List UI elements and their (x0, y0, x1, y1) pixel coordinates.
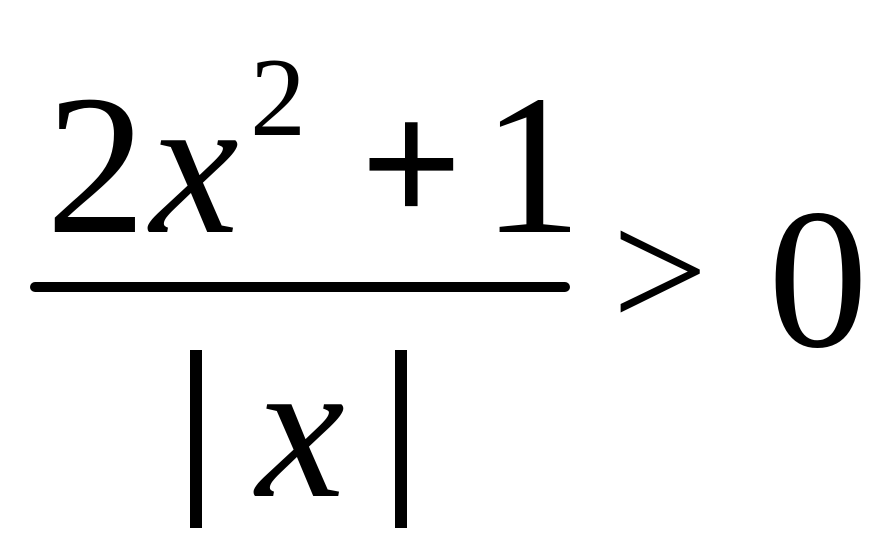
numerator-variable: x (150, 55, 239, 276)
numerator-plus-operator: + (360, 64, 463, 263)
right-side-zero: 0 (768, 169, 868, 390)
numerator-exponent: 2 (250, 36, 306, 160)
numerator-coefficient: 2 (46, 55, 146, 276)
denominator-variable: x (256, 319, 345, 540)
absolute-value-left-bar (190, 350, 202, 528)
fraction-bar (30, 282, 570, 292)
numerator-constant: 1 (482, 55, 582, 276)
absolute-value-right-bar (395, 350, 407, 528)
greater-than-symbol: > (612, 177, 708, 365)
